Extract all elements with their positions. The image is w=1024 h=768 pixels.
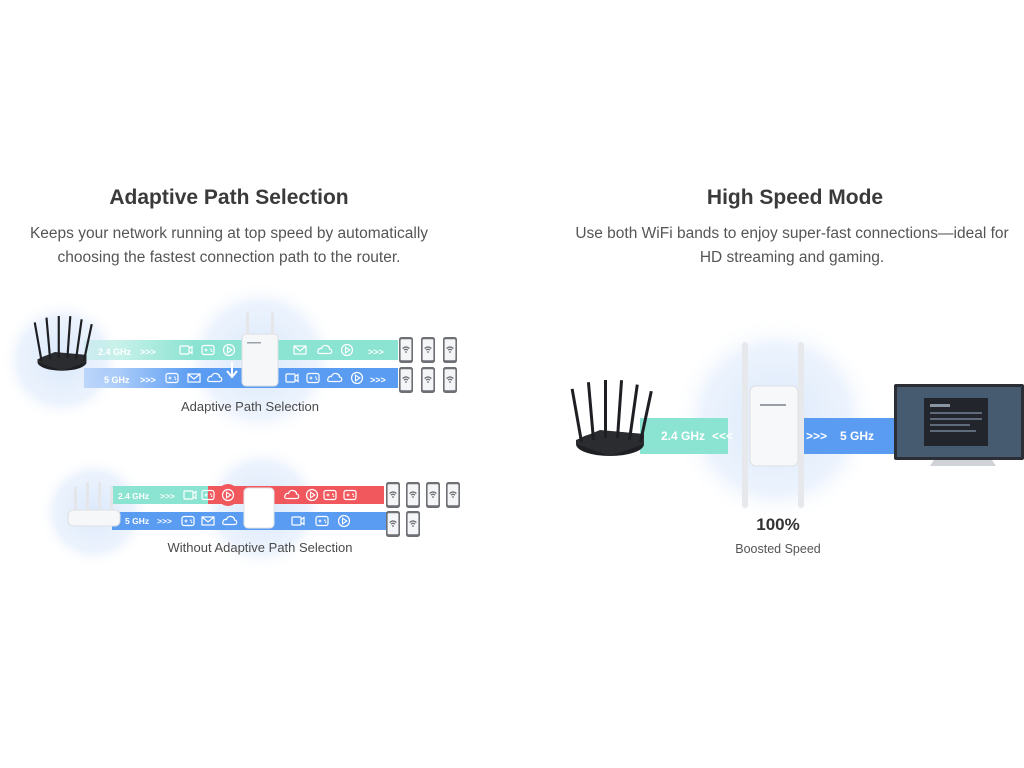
arrows: <<< bbox=[712, 429, 733, 443]
band-5ghz-lane bbox=[800, 418, 896, 454]
smartphone-wifi-icon bbox=[385, 481, 401, 509]
smartphone-wifi-icon bbox=[398, 366, 414, 394]
smartphone-wifi-icon bbox=[445, 481, 461, 509]
smartphone-wifi-icon bbox=[420, 366, 436, 394]
high-speed-mode-description: Use both WiFi bands to enjoy super-fast … bbox=[560, 222, 1024, 270]
high-speed-mode-title: High Speed Mode bbox=[706, 186, 884, 209]
band-5ghz-label: 5 GHz bbox=[125, 516, 149, 526]
band-2-4ghz-label: 2.4 GHz bbox=[118, 491, 149, 501]
without-adaptive-path-caption: Without Adaptive Path Selection bbox=[167, 540, 353, 555]
congestion-marker bbox=[217, 484, 239, 506]
smartphone-wifi-icon bbox=[442, 336, 458, 364]
smartphone-wifi-icon bbox=[385, 510, 401, 538]
description-line-1: Use both WiFi bands to enjoy super-fast … bbox=[575, 225, 1009, 242]
arrows: >>> bbox=[157, 516, 172, 526]
smartphone-wifi-icon bbox=[442, 366, 458, 394]
band-2-4ghz-lane bbox=[640, 418, 728, 454]
tv-icon bbox=[894, 384, 1024, 466]
smartphone-wifi-icon bbox=[405, 481, 421, 509]
high-speed-mode-diagram: 2.4 GHz <<< >>> 5 GHz bbox=[570, 316, 1024, 524]
smartphone-wifi-icon bbox=[425, 481, 441, 509]
description-line-2: HD streaming and gaming. bbox=[699, 249, 885, 266]
band-2-4ghz-label: 2.4 GHz bbox=[98, 347, 132, 357]
smartphone-wifi-icon bbox=[405, 510, 421, 538]
arrows: >>> bbox=[140, 375, 156, 385]
description-line-2: choosing the fastest connection path to … bbox=[57, 249, 401, 266]
adaptive-path-caption: Adaptive Path Selection bbox=[180, 399, 320, 414]
boosted-speed-label: Boosted Speed bbox=[735, 542, 821, 556]
adaptive-path-title: Adaptive Path Selection bbox=[109, 186, 349, 209]
smartphone-wifi-icon bbox=[398, 336, 414, 364]
band-5ghz-label: 5 GHz bbox=[840, 429, 874, 443]
band-5ghz-lane bbox=[84, 368, 398, 388]
band-5ghz-label: 5 GHz bbox=[104, 375, 130, 385]
adaptive-path-description: Keeps your network running at top speed … bbox=[0, 222, 458, 270]
description-line-1: Keeps your network running at top speed … bbox=[29, 225, 429, 242]
smartphone-wifi-icon bbox=[420, 336, 436, 364]
arrows: >>> bbox=[140, 347, 156, 357]
range-extender-icon bbox=[742, 342, 804, 508]
adaptive-path-diagram: 2.4 GHz >>> 5 GHz >>> >>> >>> bbox=[0, 280, 458, 440]
boosted-speed-value: 100% bbox=[756, 515, 800, 534]
arrows: >>> bbox=[806, 429, 827, 443]
band-2-4ghz-lane bbox=[84, 340, 398, 360]
without-adaptive-path-diagram: 2.4 GHz >>> 5 GHz >>> bbox=[38, 444, 461, 572]
router-icon bbox=[67, 482, 121, 527]
band-2-4ghz-label: 2.4 GHz bbox=[661, 429, 705, 443]
arrows: >>> bbox=[370, 375, 386, 385]
arrows: >>> bbox=[160, 491, 175, 501]
arrows: >>> bbox=[368, 347, 384, 357]
range-extender-icon bbox=[243, 487, 275, 529]
reroute-arrow bbox=[226, 362, 238, 379]
